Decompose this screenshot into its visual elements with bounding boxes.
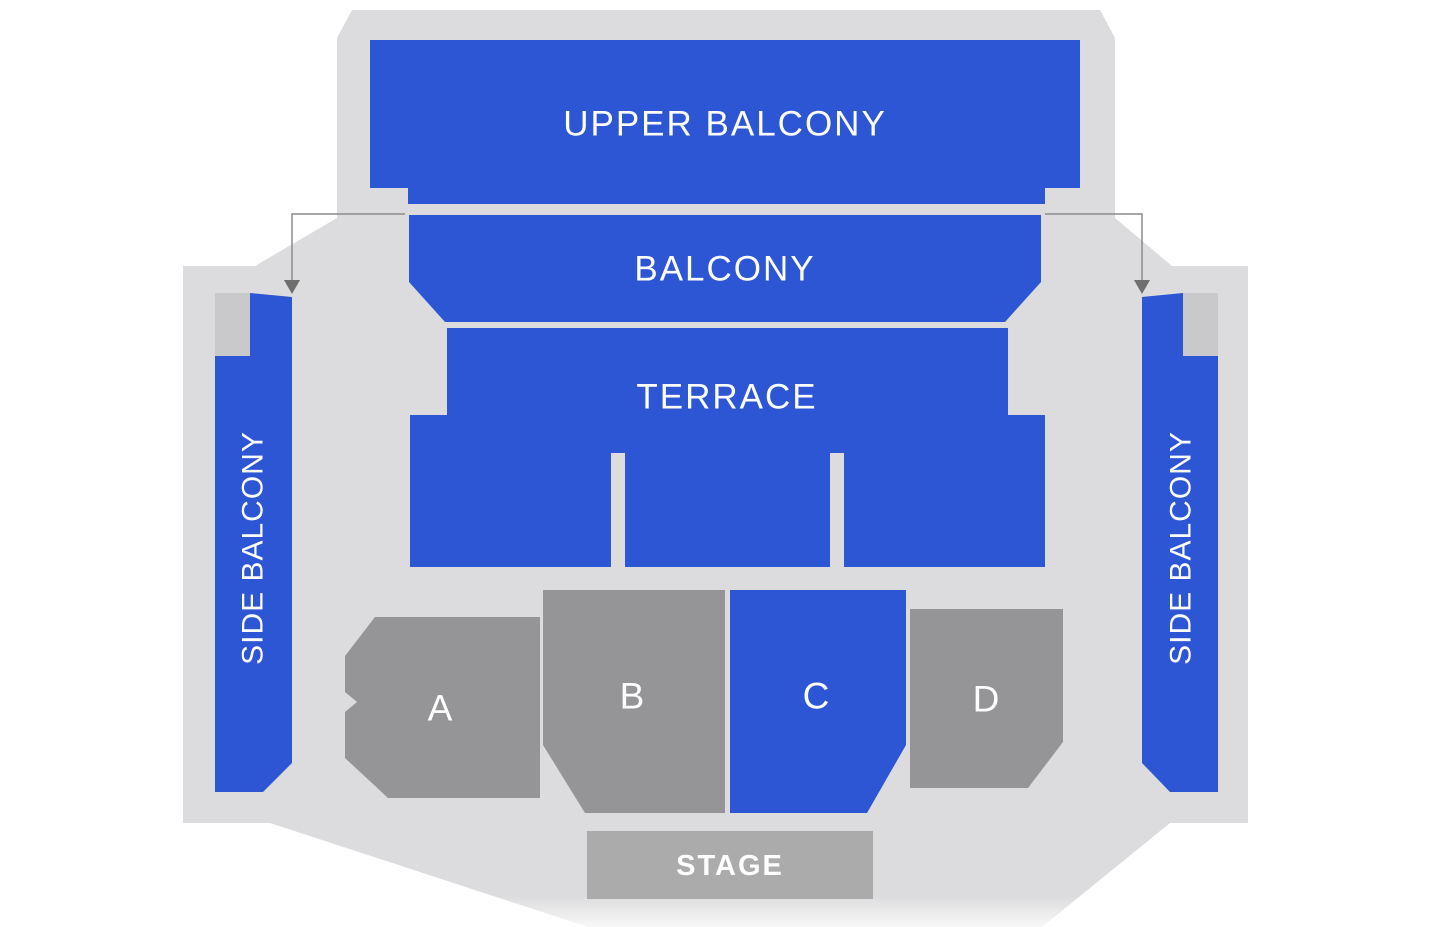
section-c[interactable] bbox=[730, 590, 906, 813]
section-side-balcony-right[interactable] bbox=[1142, 293, 1218, 792]
flow-arrow-left-line bbox=[291, 213, 405, 281]
section-b[interactable] bbox=[543, 590, 725, 813]
section-side-balcony-left[interactable] bbox=[215, 293, 292, 792]
flow-arrow-left bbox=[291, 213, 405, 281]
arrow-down-icon bbox=[284, 280, 300, 294]
upper-balcony-label: UPPER BALCONY bbox=[563, 105, 887, 144]
right-entrance-block bbox=[1183, 293, 1218, 356]
section-terrace[interactable] bbox=[410, 328, 1045, 567]
arrow-down-icon bbox=[1134, 280, 1150, 294]
section-upper-balcony[interactable] bbox=[370, 40, 1080, 204]
balcony-label: BALCONY bbox=[634, 250, 815, 289]
section-a-label: A bbox=[428, 688, 453, 729]
stage-label: STAGE bbox=[676, 850, 784, 882]
side-balcony-right-label: SIDE BALCONY bbox=[1165, 431, 1198, 665]
floor-fade bbox=[183, 896, 1248, 927]
flow-arrow-right bbox=[1045, 213, 1143, 281]
section-d[interactable] bbox=[910, 609, 1063, 788]
section-balcony[interactable] bbox=[409, 215, 1041, 322]
section-c-label: C bbox=[803, 676, 830, 717]
section-b-label: B bbox=[620, 676, 645, 717]
left-entrance-block bbox=[215, 293, 250, 356]
side-balcony-left-label: SIDE BALCONY bbox=[237, 431, 270, 665]
stage-block bbox=[587, 831, 873, 899]
terrace-label: TERRACE bbox=[636, 378, 817, 417]
section-a[interactable] bbox=[345, 617, 540, 798]
section-d-label: D bbox=[973, 679, 1000, 720]
flow-arrow-right-line bbox=[1045, 213, 1143, 281]
